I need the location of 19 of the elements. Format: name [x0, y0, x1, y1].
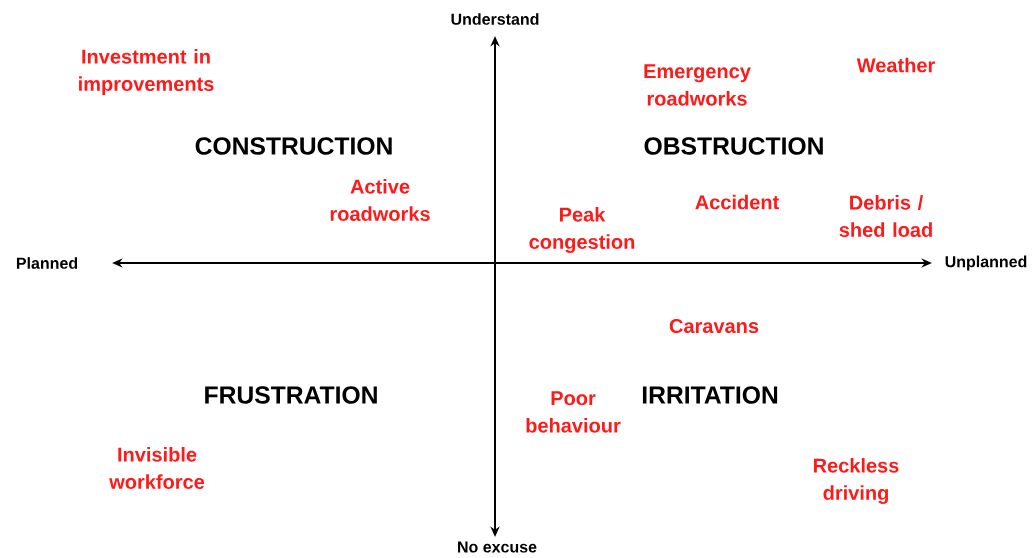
factor-label: Emergency roadworks [644, 64, 751, 106]
factor-label: Active roadworks [330, 179, 430, 221]
factor-label: Debris / shed load [839, 195, 932, 237]
axis-label: Planned [16, 257, 78, 269]
factor-label: Investment in improvements [79, 49, 214, 95]
quadrant-title: FRUSTRATION [205, 386, 377, 404]
axis-label: No excuse [458, 541, 537, 553]
factor-label: Caravans [669, 318, 759, 334]
factor-label: Reckless driving [814, 458, 899, 505]
axis-label: Understand [451, 13, 539, 25]
quadrant-title: IRRITATION [642, 386, 778, 404]
factor-label: Weather [856, 57, 935, 73]
factor-label: Accident [695, 194, 779, 210]
factor-label: Invisible workforce [109, 447, 205, 489]
factor-label: Peak congestion [529, 207, 635, 254]
quadrant-title: CONSTRUCTION [195, 137, 392, 155]
factor-label: Poor behaviour [526, 391, 621, 433]
axis-label: Unplanned [945, 255, 1027, 271]
quadrant-title: OBSTRUCTION [644, 137, 823, 155]
